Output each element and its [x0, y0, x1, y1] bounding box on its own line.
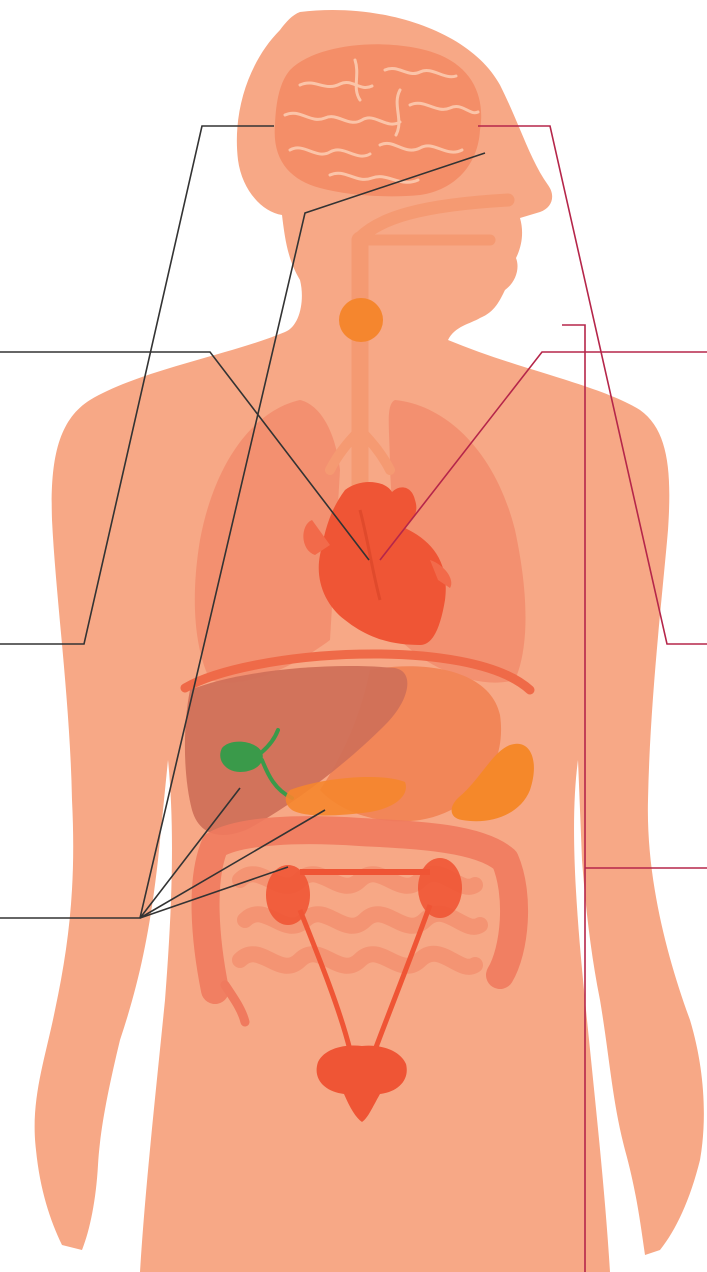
thyroid	[339, 298, 383, 342]
brain	[275, 44, 482, 196]
right-kidney	[418, 858, 462, 918]
